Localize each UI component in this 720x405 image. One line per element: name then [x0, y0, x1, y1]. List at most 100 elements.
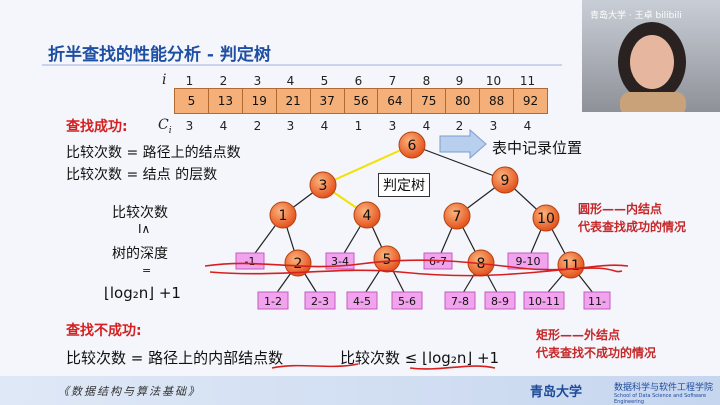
external-node [444, 291, 476, 310]
decision-tree-label: 判定树 [378, 173, 430, 197]
footer-university: 青岛大学 [530, 385, 583, 400]
index-cell: 6 [354, 74, 363, 88]
compare-cell: 2 [253, 119, 262, 133]
compare-cell: 4 [523, 119, 532, 133]
array-cell: 92 [522, 94, 539, 108]
tree-node [269, 201, 297, 229]
external-label: 7-8 [451, 295, 469, 308]
array-cell: 75 [412, 89, 447, 113]
external-node [346, 291, 378, 310]
array-cell: 5 [175, 89, 209, 113]
array-cell: 37 [311, 89, 345, 113]
compare-cell: 4 [219, 119, 228, 133]
external-label: 5-6 [398, 295, 416, 308]
success-line-2: 比较次数 = 结点 的层数 [66, 167, 218, 183]
node-label: 2 [294, 256, 303, 272]
compare-cell: 3 [388, 119, 397, 133]
external-node [235, 252, 265, 270]
external-label: 10-11 [528, 295, 560, 308]
index-cell: 3 [253, 74, 262, 88]
array-cell: 88 [480, 89, 515, 113]
tree-node [532, 204, 560, 232]
footer-college-en: School of Data Science and Software Engi… [614, 393, 707, 405]
tree-node [491, 166, 519, 194]
compare-cell: 2 [455, 119, 464, 133]
index-cell: 7 [388, 74, 397, 88]
index-cell: 9 [455, 74, 464, 88]
node-label: 5 [383, 252, 392, 268]
node-label: 7 [453, 209, 462, 225]
fail-heading: 查找不成功: [66, 323, 142, 339]
node-label: 4 [363, 208, 372, 224]
legend-external-line2: 代表查找不成功的情况 [536, 346, 657, 360]
compare-cell: 4 [422, 119, 431, 133]
index-row: 1 2 3 4 5 6 7 8 9 10 11 [174, 74, 546, 90]
compare-row: 3 4 2 3 4 1 3 4 2 3 4 [174, 119, 546, 135]
edge [411, 144, 506, 181]
external-labels: -1 3-4 6-7 9-10 1-2 2-3 4-5 5-6 7-8 8-9 … [245, 255, 606, 308]
external-node [257, 291, 289, 310]
external-label: 1-2 [264, 295, 282, 308]
fail-line-a: 比较次数 = 路径上的内部结点数 [66, 349, 284, 367]
title-divider [42, 64, 562, 66]
array-cell: 56 [345, 89, 379, 113]
array-cell: 13 [209, 89, 243, 113]
row-i-label: i [162, 72, 167, 88]
node-label: 9 [501, 173, 510, 189]
external-label: 9-10 [516, 255, 541, 268]
webcam-caption: 青岛大学 · 王卓 bilibili [590, 11, 682, 21]
compare-cell: 3 [489, 119, 498, 133]
stack-depth: 树的深度 [112, 246, 168, 262]
annotation-stroke [409, 365, 496, 370]
node-label: 10 [537, 211, 555, 227]
tree-node [443, 202, 471, 230]
external-label: -1 [245, 255, 256, 268]
footer-college: 数据科学与软件工程学院 [614, 383, 714, 393]
compare-cell: 1 [354, 119, 363, 133]
row-c-letter: C [158, 117, 169, 133]
webcam-overlay [582, 0, 720, 112]
highlight-edge [322, 144, 413, 186]
tree-node [373, 245, 401, 273]
table-position-label: 表中记录位置 [492, 139, 583, 157]
compare-cell: 3 [286, 119, 295, 133]
node-label: 3 [319, 178, 328, 194]
index-cell: 10 [485, 74, 502, 88]
arrow-right-icon [439, 128, 487, 160]
annotation-stroke [209, 267, 623, 277]
compare-cell: 4 [320, 119, 329, 133]
presenter-avatar [618, 22, 686, 112]
annotation-stroke [271, 363, 359, 369]
node-label: 11 [562, 258, 580, 274]
index-cell: 2 [219, 74, 228, 88]
array-cell: 80 [446, 89, 481, 113]
tree-node [353, 201, 381, 229]
footer-bar [0, 376, 720, 405]
external-label: 2-3 [311, 295, 329, 308]
external-nodes [235, 252, 611, 310]
tree-node [398, 131, 426, 159]
index-cell: 11 [519, 74, 536, 88]
node-label: 1 [279, 208, 288, 224]
index-cell: 5 [320, 74, 329, 88]
compare-cell: 3 [185, 119, 194, 133]
index-cell: 8 [422, 74, 431, 88]
array-cell: 21 [277, 89, 311, 113]
array-cell: 19 [243, 89, 277, 113]
stack-eq: = [142, 264, 152, 277]
tree-node [557, 251, 585, 279]
external-label: 3-4 [331, 255, 349, 268]
external-node [391, 291, 423, 310]
external-label: 6-7 [429, 255, 447, 268]
log-formula: ⌊log₂n⌋ +1 [104, 284, 181, 302]
fail-line-b: 比较次数 ≤ ⌊log₂n⌋ +1 [340, 349, 500, 367]
index-cell: 4 [286, 74, 295, 88]
array-cell: 64 [378, 89, 413, 113]
external-node [583, 291, 611, 310]
annotation-strokes [204, 259, 629, 370]
legend-internal-line1: 圆形——内结点 [578, 202, 663, 216]
external-node [304, 291, 336, 310]
row-c-label: Ci [158, 117, 172, 136]
index-cell: 1 [185, 74, 194, 88]
external-label: 4-5 [353, 295, 371, 308]
